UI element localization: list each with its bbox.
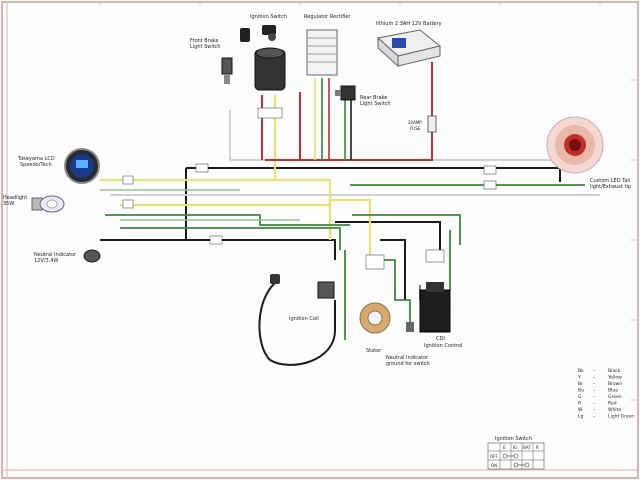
legend-code-lg: Lg bbox=[578, 414, 584, 420]
legend-name-brown: Brown bbox=[608, 381, 622, 387]
label-ignition-switch: Ignition Switch bbox=[250, 14, 287, 20]
label-front-brake-2: Light Switch bbox=[190, 44, 221, 50]
switch-row-on: ON bbox=[491, 463, 497, 468]
tail-light bbox=[546, 116, 604, 174]
label-battery: lithium 2.3AH 12V Battery bbox=[376, 21, 442, 27]
ignition-coil-lead bbox=[258, 281, 336, 366]
legend-name-blue: Blue bbox=[608, 388, 618, 394]
label-speedo-2: Speedo/Tach bbox=[20, 162, 52, 168]
frame-ticks-right bbox=[630, 79, 638, 401]
legend-name-green: Green bbox=[608, 394, 622, 400]
neutral-ground-switch bbox=[406, 322, 414, 332]
switch-col-ig: IG bbox=[513, 445, 517, 450]
legend-name-white: White bbox=[608, 407, 621, 413]
battery bbox=[376, 29, 442, 68]
legend-dash: – bbox=[593, 376, 596, 381]
legend-name-black: Black bbox=[608, 368, 621, 374]
label-rear-brake-1: Rear Brake bbox=[360, 95, 387, 101]
headlight bbox=[31, 195, 65, 213]
fuse bbox=[427, 115, 437, 133]
label-neutral-2: 12V/3.4W bbox=[34, 258, 58, 264]
legend-dash: – bbox=[593, 408, 596, 413]
legend-dash: – bbox=[593, 382, 596, 387]
regulator-rectifier bbox=[306, 29, 338, 76]
switch-col-r: R bbox=[536, 445, 539, 450]
label-fuse-2: FUSE bbox=[410, 126, 421, 131]
switch-row-off: OFF bbox=[490, 454, 498, 459]
label-ignition-control: Ignition Control bbox=[424, 343, 462, 349]
front-brake-switch bbox=[221, 57, 233, 84]
wire-white bbox=[110, 110, 600, 196]
neutral-indicator bbox=[83, 249, 101, 263]
label-headlight-1: Headlight bbox=[3, 195, 27, 201]
legend-dash: – bbox=[593, 415, 596, 420]
legend-name-red: Red bbox=[608, 401, 617, 407]
label-neutral-ground-1: Neutral Indicator bbox=[386, 355, 429, 361]
cdi-unit bbox=[419, 282, 451, 333]
label-ignition-coil: Ignition Coil bbox=[289, 316, 319, 322]
switch-col-bat: BAT bbox=[523, 445, 531, 450]
label-tail-2: light/Exhaust tip bbox=[590, 184, 631, 190]
legend-name-yellow: Yellow bbox=[607, 375, 622, 381]
legend-code-r: R bbox=[578, 401, 581, 407]
stator bbox=[359, 302, 391, 334]
legend-dash: – bbox=[593, 395, 596, 400]
wire-rear-brake bbox=[344, 100, 352, 160]
ignition-switch-table: Ignition Switch E IG BAT R OFF ON bbox=[487, 436, 545, 470]
label-tail-1: Custom LED Tail bbox=[590, 178, 630, 184]
legend-code-bu: Bu bbox=[578, 388, 584, 394]
label-fuse-1: 20AMP bbox=[408, 120, 422, 125]
label-rear-brake-2: Light Switch bbox=[360, 101, 391, 107]
legend-code-br: Br bbox=[578, 381, 583, 387]
switch-col-e: E bbox=[503, 445, 506, 450]
label-neutral-1: Neutral Indicator bbox=[34, 252, 77, 258]
wire-light-green bbox=[100, 189, 300, 221]
legend-code-w: W bbox=[578, 407, 583, 413]
wire-green bbox=[105, 184, 585, 340]
label-headlight-2: 35W bbox=[3, 201, 14, 207]
label-regulator: Regulator Rectifier bbox=[304, 14, 351, 20]
legend-code-y: Y bbox=[577, 375, 581, 381]
legend-name-light-green: Light Green bbox=[608, 414, 634, 420]
label-cdi: CDI bbox=[436, 336, 445, 342]
label-stator: Stator bbox=[366, 348, 382, 354]
speedo bbox=[64, 148, 100, 184]
legend-dash: – bbox=[593, 369, 596, 374]
connectors bbox=[122, 107, 497, 270]
rear-brake-switch bbox=[335, 85, 356, 101]
legend-code-bk: Bk bbox=[578, 368, 584, 374]
wire-red bbox=[261, 62, 433, 161]
ignition-switch bbox=[240, 25, 286, 91]
wire-regulator-stubs bbox=[314, 78, 330, 160]
frame-ticks-top bbox=[99, 2, 601, 6]
label-front-brake-1: Front Brake bbox=[190, 38, 219, 44]
label-speedo-1: Tokeyama LCD bbox=[17, 156, 55, 162]
ignition-coil bbox=[270, 274, 335, 299]
legend-dash: – bbox=[593, 402, 596, 407]
legend-dash: – bbox=[593, 389, 596, 394]
legend-code-g: G bbox=[578, 394, 582, 400]
switch-table-title: Ignition Switch bbox=[495, 436, 532, 442]
switch-contacts bbox=[502, 453, 530, 468]
label-neutral-ground-2: ground for switch bbox=[386, 361, 430, 367]
